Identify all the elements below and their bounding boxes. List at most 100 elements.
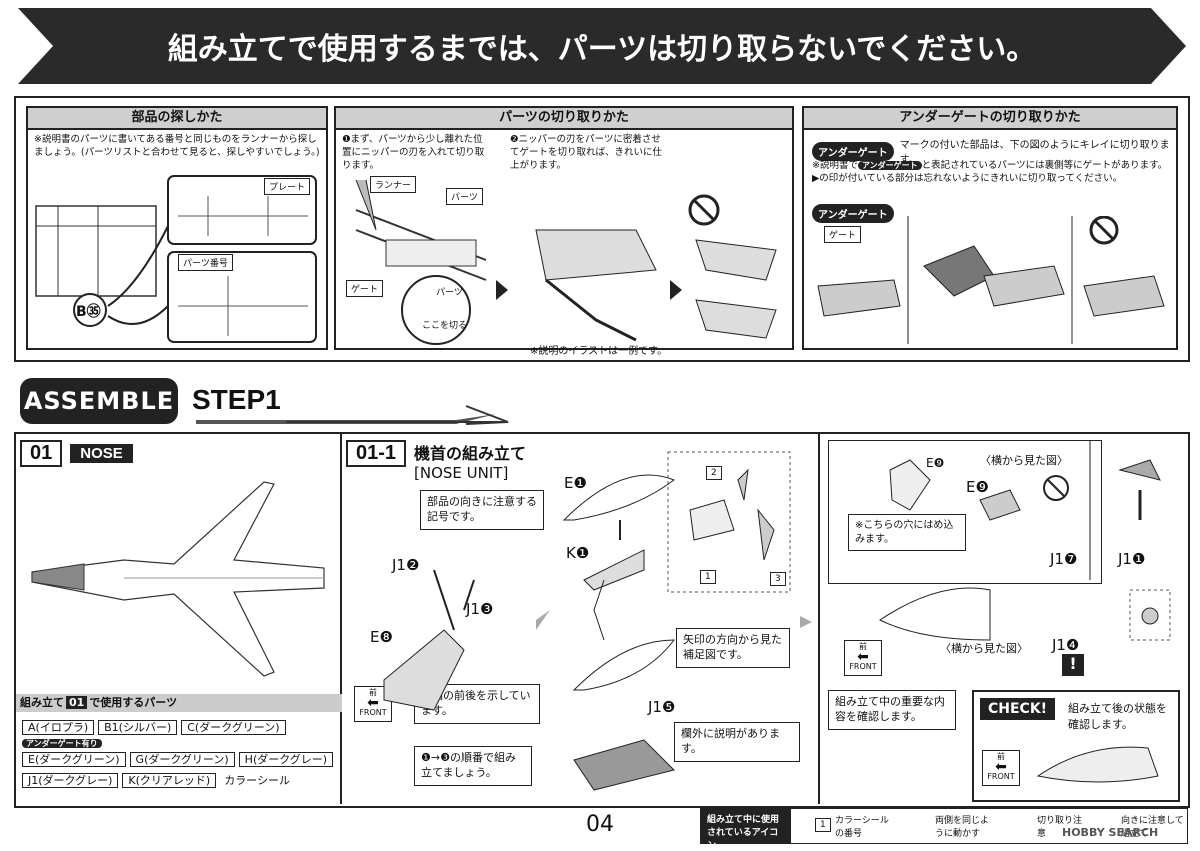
banner-text: 組み立てで使用するまでは、パーツは切り取らないでください。 (167, 32, 1037, 67)
front-text: FRONT (359, 708, 387, 717)
check-illustration (1036, 746, 1159, 783)
assembly-area (14, 432, 1190, 808)
front-text-2: FRONT (849, 662, 877, 671)
step-arrow (196, 405, 509, 425)
part-J1: J1(ダークグレー) (22, 773, 119, 788)
nipper-illustration (355, 179, 777, 345)
right-assembly-drawings (879, 440, 1171, 641)
color-seal: カラーシール (224, 774, 290, 787)
legend-both: 両側を同じように動かす (935, 816, 990, 839)
front-indicator-3: 前 ⬅ FRONT (982, 750, 1020, 786)
callout-outside: 欄外に説明があります。 (674, 722, 800, 762)
label-e9: E❾ (966, 478, 989, 496)
warning-banner: 組み立てで使用するまでは、パーツは切り取らないでください。 (18, 8, 1186, 84)
watermark: HOBBY SEARCH (1062, 826, 1159, 839)
part-A: A(イロプラ) (22, 720, 95, 735)
label-j15: J1❺ (648, 698, 676, 716)
part-ref: B㉟ (76, 304, 101, 320)
front-kanji: 前 (369, 688, 377, 697)
label-j12: J1❷ (392, 556, 420, 574)
part-B1: B1(シルバー) (98, 720, 178, 735)
parts-header-num: 01 (66, 696, 88, 709)
callout-order: ❶→❸の順番で組み立てましょう。 (414, 746, 532, 786)
label-j14: J1❹ (1052, 636, 1080, 654)
plate-label: プレート (264, 178, 311, 195)
page-number: 04 (586, 812, 614, 837)
undergate-inline-badge: アンダーゲート (857, 161, 922, 170)
seal-num-3: 3 (770, 572, 786, 586)
legend-orient: 向きに注意して組立て (1121, 816, 1184, 839)
section-number-01-1: 01-1 (346, 440, 407, 467)
label-e9-small: E❾ (926, 456, 945, 470)
panel-find-parts: 部品の探しかた ※説明書のパーツに書いてある番号と同じものをランナーから探しまし… (26, 106, 328, 350)
check-text: 組み立て後の状態を確認します。 (1068, 702, 1167, 731)
legend-seal: カラーシールの番号 (835, 816, 889, 839)
panel-undergate: アンダーゲートの切り取りかた アンダーゲート マークの付いた部品は、下の図のよう… (802, 106, 1178, 350)
panel-title: アンダーゲートの切り取りかた (804, 108, 1176, 130)
legend-cut: 切り取り注意 (1037, 816, 1083, 839)
side-view-box (828, 440, 1102, 584)
section-label-nose: NOSE (70, 444, 133, 463)
section-number-01: 01 (20, 440, 63, 467)
check-label: CHECK! (980, 698, 1056, 720)
front-text-3: FRONT (987, 772, 1015, 781)
front-kanji-2: 前 (859, 642, 867, 651)
undergate-note-2: ▶の印が付いている部分は忘れないようにきれいに切り取ってください。 (812, 172, 1123, 184)
parts-header-pre: 組み立て (20, 696, 64, 709)
legend-seal-num: 1 (815, 818, 831, 832)
seal-num-2: 2 (706, 466, 722, 480)
undergate-note-1: ※説明書で (812, 160, 858, 171)
important-icon: ! (1062, 654, 1084, 676)
panel-title: パーツの切り取りかた (336, 108, 792, 130)
panel-note: ※説明書のパーツに書いてある番号と同じものをランナーから探しましょう。(パーツリ… (34, 134, 320, 158)
undergate-illustration (817, 216, 1165, 344)
nose-assembly-drawings (383, 451, 812, 791)
step-label: STEP1 (192, 384, 281, 415)
cut-step-2: ❷ニッパーの刃をパーツに密着させてゲートを切り取れば、きれいに仕上がります。 (510, 134, 663, 171)
check-box: CHECK! 組み立て後の状態を確認します。 前 ⬅ FRONT (972, 690, 1180, 802)
label-e1: E❶ (564, 474, 587, 492)
callout-arrow-view: 矢印の方向から見た補足図です。 (676, 628, 790, 668)
front-indicator-2: 前 ⬅ FRONT (844, 640, 882, 676)
panel-cutting-method: パーツの切り取りかた ❶まず、パーツから少し離れた位置にニッパーの刃を入れて切り… (334, 106, 794, 350)
undergate-desc: マークの付いた部品は、下の図のようにキレイに切り取ります。 (899, 140, 1170, 166)
part-number-label: パーツ番号 (178, 254, 233, 271)
label-j13: J1❸ (466, 600, 494, 618)
section-subtitle: [NOSE UNIT] (414, 464, 509, 482)
part-C: C(ダークグリーン) (181, 720, 286, 735)
label-k1: K❶ (566, 544, 590, 562)
undergate-badge-2: アンダーゲート (812, 204, 894, 223)
aircraft-illustration (31, 481, 325, 677)
parts-header-post: で使用するパーツ (89, 696, 178, 709)
seal-num-1: 1 (700, 570, 716, 584)
cut-here-label: ここを切る (422, 321, 468, 331)
part-E: E(ダークグリーン) (22, 752, 126, 767)
side-view-label-2: 〈横から見た図〉 (940, 642, 1028, 655)
assemble-label: ASSEMBLE (20, 378, 178, 424)
part-K: K(クリアレッド) (122, 773, 217, 788)
panel-title: 部品の探しかた (28, 108, 326, 130)
undergate-badge: アンダーゲート (812, 141, 894, 161)
callout-important: 組み立て中の重要な内容を確認します。 (828, 690, 956, 730)
callout-orientation: 部品の向きに注意する記号です。 (420, 490, 544, 530)
parts-callout: パーツ (436, 288, 463, 298)
cut-step-1: ❶まず、パーツから少し離れた位置にニッパーの刃を入れて切り取ります。 (342, 134, 485, 171)
front-indicator: 前 ⬅ FRONT (354, 686, 392, 722)
undergate-note: アンダーゲート有り (22, 739, 102, 748)
legend-title: 組み立て中に使用されているアイコン (701, 809, 791, 851)
side-view-label: 〈横から見た図〉 (980, 454, 1068, 467)
icon-legend: 組み立て中に使用されているアイコン 1 カラーシールの番号 両側を同じように動か… (700, 808, 1188, 851)
undergate-note-1b: と表記されているパーツには裏側等にゲートがあります。 (921, 160, 1168, 171)
callout-hole: ※こちらの穴にはめ込みます。 (848, 514, 966, 551)
parts-label: パーツ (446, 188, 483, 205)
gate-tag: ゲート (824, 226, 862, 243)
label-e8: E❽ (370, 628, 393, 646)
section-title: 機首の組み立て (414, 444, 527, 463)
part-H: H(ダークグレー) (238, 752, 334, 767)
part-G: G(ダークグリーン) (129, 752, 235, 767)
label-j11: J1❶ (1118, 550, 1146, 568)
runner-label: ランナー (370, 176, 417, 193)
cutting-instructions-box (14, 96, 1190, 362)
gate-label: ゲート (346, 280, 384, 297)
label-j17: J1❼ (1050, 550, 1078, 568)
